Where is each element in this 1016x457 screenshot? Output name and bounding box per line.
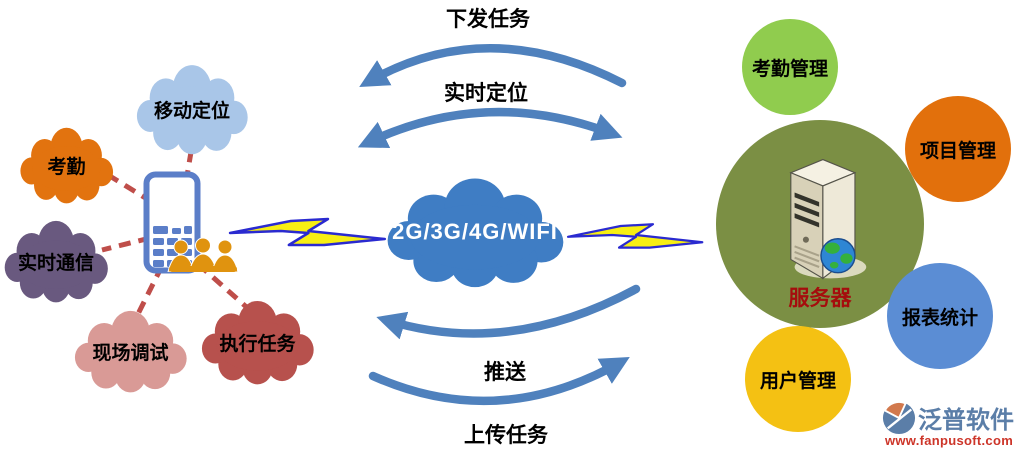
flow-label-down-task: 下发任务 [446,8,530,31]
module-circle-user-mgmt: 用户管理 [745,326,851,432]
flow-label-upload-task: 上传任务 [464,424,548,447]
cloud-label-realtime-comm: 实时通信 [17,252,94,274]
function-cloud-mobile-location: 移动定位 [134,63,250,155]
mobile-users-icon [167,237,239,273]
cloud-label-field-debug: 现场调试 [92,342,169,364]
network-cloud-label: 2G/3G/4G/WIFI [392,219,558,244]
function-cloud-realtime-comm: 实时通信 [2,219,110,303]
flow-label-push: 推送 [484,361,526,384]
link-to-execute-task [196,262,254,314]
fanpu-logo-icon [882,400,916,434]
lightning-bolts [228,217,704,249]
brand-block: 泛普软件 www.fanpusoft.com [882,400,1016,448]
arrow-upload-task [368,357,630,406]
flow-label-realtime-locate: 实时定位 [444,82,528,105]
arrow-realtime-locate [357,107,623,149]
module-circle-project-mgmt: 项目管理 [905,96,1011,202]
function-cloud-field-debug: 现场调试 [72,309,189,393]
function-cloud-attendance: 考勤 [18,126,115,204]
function-cloud-execute-task: 执行任务 [199,299,316,385]
module-circle-attendance-mgmt: 考勤管理 [742,19,838,115]
brand-name: 泛普软件 [918,407,1014,434]
lightning-bolt-right-icon [566,223,704,249]
cloud-label-mobile-location: 移动定位 [153,100,230,122]
arrow-down-task [359,44,627,88]
cloud-label-execute-task: 执行任务 [219,333,296,355]
module-label: 报表统计 [901,307,978,329]
module-label: 考勤管理 [751,58,828,80]
module-circle-report-stats: 报表统计 [887,263,993,369]
server-icon [789,158,867,280]
cloud-label-attendance: 考勤 [47,156,86,178]
arrow-push [376,284,641,340]
network-cloud: 2G/3G/4G/WIFI [383,176,567,288]
server-label: 服务器 [788,287,852,310]
brand-website: www.fanpusoft.com [884,433,1014,448]
flow-arrows [357,44,641,406]
link-to-realtime-comm [101,235,151,253]
server-circle: 服务器 [716,120,924,328]
lightning-bolt-left-icon [228,217,387,247]
module-label: 项目管理 [919,140,996,162]
module-label: 用户管理 [759,370,836,392]
globe-icon [820,238,856,274]
link-to-field-debug [130,264,165,326]
